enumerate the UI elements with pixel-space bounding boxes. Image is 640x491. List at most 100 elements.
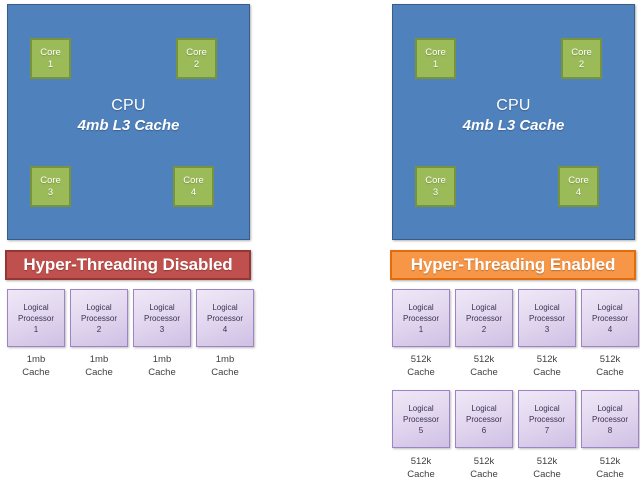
cache-label: 512k Cache — [392, 353, 450, 379]
cache-word: Cache — [470, 469, 498, 480]
lp-line-2: Processor — [143, 313, 180, 323]
cache-label: 512k Cache — [455, 353, 513, 379]
lp-line-1: Logical — [534, 403, 560, 413]
core-label: Core — [40, 46, 61, 58]
lp-number: 3 — [159, 324, 165, 334]
cache-label: 512k Cache — [455, 455, 513, 481]
cache-word: Cache — [211, 367, 239, 378]
core-number: 2 — [578, 58, 585, 70]
lp-number: 2 — [481, 324, 487, 334]
lp-line-1: Logical — [23, 302, 49, 312]
lp-line-2: Processor — [591, 313, 628, 323]
logical-processor-box: Logical Processor 5 — [392, 390, 450, 448]
logical-processor-box: Logical Processor 3 — [518, 289, 576, 347]
lp-line-1: Logical — [408, 403, 434, 413]
cache-label: 512k Cache — [392, 455, 450, 481]
lp-number: 4 — [607, 324, 613, 334]
lp-line-1: Logical — [149, 302, 175, 312]
lp-number: 6 — [481, 425, 487, 435]
lp-line-1: Logical — [408, 302, 434, 312]
lp-number: 2 — [96, 324, 102, 334]
cache-size: 1mb — [89, 354, 109, 365]
core-number: 1 — [432, 58, 439, 70]
logical-processor-box: Logical Processor 2 — [455, 289, 513, 347]
banner-hyperthreading-enabled: Hyper-Threading Enabled — [390, 250, 636, 280]
cache-label: 512k Cache — [581, 455, 639, 481]
core-label: Core — [425, 174, 446, 186]
logical-processor-box: Logical Processor 4 — [196, 289, 254, 347]
core-label: Core — [571, 46, 592, 58]
logical-processor-row-left-1: Logical Processor 1 Logical Processor 2 … — [7, 289, 255, 347]
panel-hyperthreading-enabled: Core 1 Core 2 CPU 4mb L3 Cache Core 3 Co… — [385, 0, 640, 491]
lp-number: 8 — [607, 425, 613, 435]
cache-word: Cache — [22, 367, 50, 378]
logical-processor-box: Logical Processor 1 — [7, 289, 65, 347]
cache-size: 512k — [473, 354, 495, 365]
cache-word: Cache — [533, 469, 561, 480]
cache-word: Cache — [596, 367, 624, 378]
cpu-label-group-right: CPU 4mb L3 Cache — [393, 97, 634, 135]
core-box-left-3: Core 3 — [30, 166, 71, 207]
lp-number: 3 — [544, 324, 550, 334]
cpu-title: CPU — [111, 97, 146, 114]
lp-line-2: Processor — [17, 313, 54, 323]
lp-number: 5 — [418, 425, 424, 435]
core-label: Core — [568, 174, 589, 186]
lp-line-2: Processor — [402, 414, 439, 424]
cache-size: 512k — [536, 354, 558, 365]
core-number: 3 — [47, 186, 54, 198]
panel-hyperthreading-disabled: Core 1 Core 2 CPU 4mb L3 Cache Core 3 Co… — [0, 0, 262, 491]
cache-size: 512k — [599, 354, 621, 365]
core-label: Core — [40, 174, 61, 186]
cache-word: Cache — [470, 367, 498, 378]
lp-line-2: Processor — [402, 313, 439, 323]
lp-number: 4 — [222, 324, 228, 334]
core-number: 1 — [47, 58, 54, 70]
core-label: Core — [186, 46, 207, 58]
lp-line-2: Processor — [206, 313, 243, 323]
lp-line-2: Processor — [528, 414, 565, 424]
cpu-die-right: Core 1 Core 2 CPU 4mb L3 Cache Core 3 Co… — [392, 4, 635, 240]
cache-word: Cache — [596, 469, 624, 480]
cache-label: 1mb Cache — [133, 353, 191, 379]
lp-line-1: Logical — [471, 403, 497, 413]
lp-line-1: Logical — [471, 302, 497, 312]
cache-size: 512k — [473, 456, 495, 467]
cache-label-row-left-1: 1mb Cache 1mb Cache 1mb Cache 1mb Cache — [7, 353, 255, 379]
core-number: 4 — [190, 186, 197, 198]
cache-word: Cache — [148, 367, 176, 378]
logical-processor-box: Logical Processor 7 — [518, 390, 576, 448]
lp-line-2: Processor — [591, 414, 628, 424]
cpu-die-left: Core 1 Core 2 CPU 4mb L3 Cache Core 3 Co… — [7, 4, 250, 240]
cache-size: 512k — [599, 456, 621, 467]
logical-processor-row-right-1: Logical Processor 1 Logical Processor 2 … — [392, 289, 640, 347]
core-box-left-1: Core 1 — [30, 38, 71, 79]
cache-word: Cache — [407, 367, 435, 378]
core-number: 3 — [432, 186, 439, 198]
cache-size: 1mb — [26, 354, 46, 365]
core-box-right-2: Core 2 — [561, 38, 602, 79]
cache-size: 1mb — [215, 354, 235, 365]
lp-line-2: Processor — [80, 313, 117, 323]
lp-line-2: Processor — [465, 414, 502, 424]
cache-label: 512k Cache — [518, 455, 576, 481]
lp-line-1: Logical — [597, 403, 623, 413]
banner-hyperthreading-disabled: Hyper-Threading Disabled — [5, 250, 251, 280]
cache-size: 512k — [410, 456, 432, 467]
core-label: Core — [425, 46, 446, 58]
cpu-label-group-left: CPU 4mb L3 Cache — [8, 97, 249, 135]
core-box-right-3: Core 3 — [415, 166, 456, 207]
cache-label: 1mb Cache — [7, 353, 65, 379]
logical-processor-box: Logical Processor 8 — [581, 390, 639, 448]
logical-processor-box: Logical Processor 4 — [581, 289, 639, 347]
logical-processor-box: Logical Processor 2 — [70, 289, 128, 347]
core-number: 2 — [193, 58, 200, 70]
core-box-right-1: Core 1 — [415, 38, 456, 79]
cache-size: 512k — [410, 354, 432, 365]
cache-label-row-right-1: 512k Cache 512k Cache 512k Cache 512k Ca… — [392, 353, 640, 379]
cache-size: 512k — [536, 456, 558, 467]
cache-word: Cache — [407, 469, 435, 480]
cache-label: 512k Cache — [581, 353, 639, 379]
cpu-l3-cache-label: 4mb L3 Cache — [462, 117, 565, 135]
lp-line-1: Logical — [597, 302, 623, 312]
